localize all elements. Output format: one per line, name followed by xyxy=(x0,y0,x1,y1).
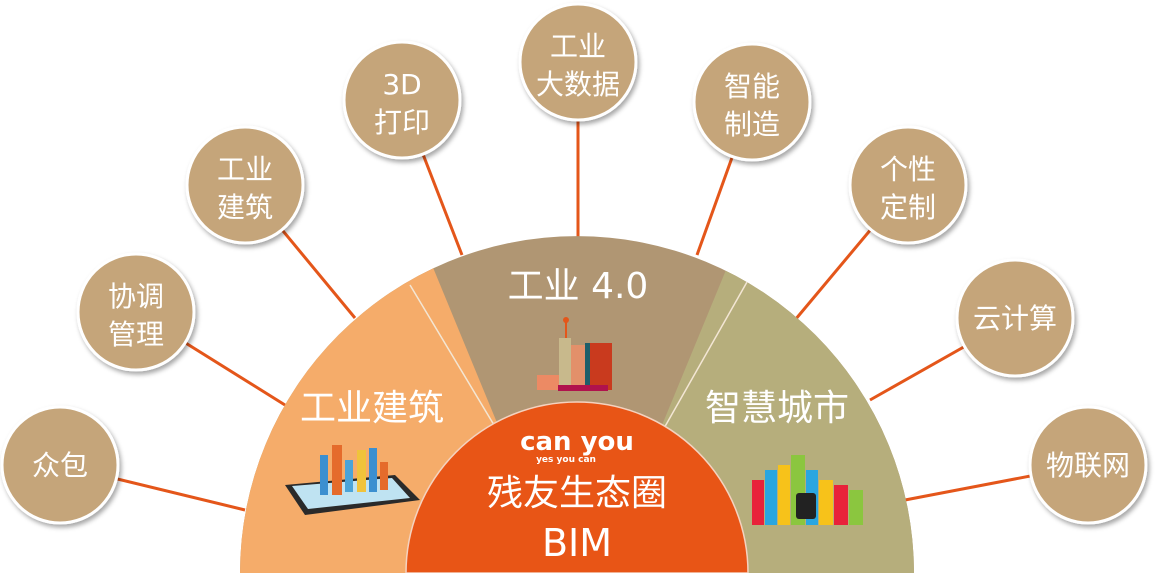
canyou-logo: can you xyxy=(520,427,634,457)
node-label: 大数据 xyxy=(536,68,620,101)
node-label: 工业 xyxy=(217,153,273,186)
center-circle xyxy=(405,401,749,573)
smart-city-icon xyxy=(752,455,863,525)
node-label: 3D xyxy=(382,68,421,101)
node-label: 制造 xyxy=(724,108,780,141)
node-label: 智能 xyxy=(724,70,780,103)
node-label: 工业 xyxy=(550,30,606,63)
node-label: 协调 xyxy=(108,280,164,313)
center-title: 残友生态圈 xyxy=(487,473,667,514)
canyou-tagline: yes you can xyxy=(536,455,596,465)
node-circle: 众包 xyxy=(0,405,120,525)
tablet-city-icon xyxy=(285,445,420,515)
node-label: 定制 xyxy=(880,191,936,224)
node-circle: 物联网 xyxy=(1028,405,1148,525)
node-label: 建筑 xyxy=(217,191,273,224)
node-circle: 工业建筑 xyxy=(185,125,305,245)
node-label: 物联网 xyxy=(1046,449,1130,482)
node-label: 个性 xyxy=(880,153,936,186)
segment-top-label: 工业 4.0 xyxy=(508,266,649,307)
center-subtitle: BIM xyxy=(542,521,612,565)
node-circle: 3D 打印 xyxy=(342,40,462,160)
node-label: 打印 xyxy=(374,106,430,139)
node-label: 管理 xyxy=(108,318,164,351)
node-label: 云计算 xyxy=(973,302,1057,335)
node-label: 众包 xyxy=(32,449,88,482)
segment-right-label: 智慧城市 xyxy=(705,388,849,429)
segment-left-label: 工业建筑 xyxy=(300,388,444,429)
factory-icon xyxy=(537,317,612,391)
node-circle: 云计算 xyxy=(955,258,1075,378)
